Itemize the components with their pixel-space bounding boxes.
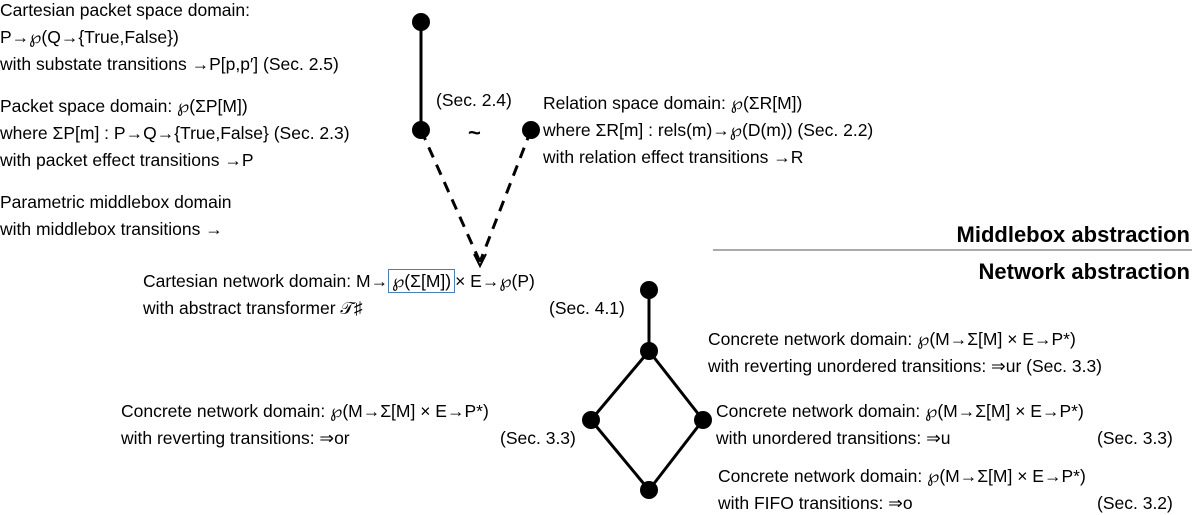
node-concrete-or	[582, 411, 600, 429]
packet-space-title: Packet space domain: ℘(ΣP[M])	[0, 96, 248, 116]
equivalence-symbol: ~	[468, 120, 481, 145]
cartesian-network-title: Cartesian network domain: M→℘(Σ[M])× E→℘…	[143, 269, 535, 293]
cartesian-network-prefix: Cartesian network domain: M→	[143, 271, 389, 291]
node-concrete-o	[640, 481, 658, 499]
concrete-o-title: Concrete network domain: ℘(M→Σ[M] × E→P*…	[718, 466, 1086, 486]
edge-packet-space-to-network-dashed	[419, 129, 482, 263]
edge-u-to-o	[647, 419, 705, 491]
concrete-u-title: Concrete network domain: ℘(M→Σ[M] × E→P*…	[716, 401, 1084, 421]
cartesian-packet-signature: P→℘(Q→{True,False})	[0, 27, 179, 47]
relation-space-signature: where ΣR[m] : rels(m)→℘(D(m)) (Sec. 2.2)	[543, 120, 874, 140]
cartesian-packet-transitions: with substate transitions →P[p,p′] (Sec.…	[0, 54, 339, 74]
edge-relation-space-to-network-dashed	[478, 129, 533, 263]
node-concrete-u	[694, 411, 712, 429]
concrete-or-ref: (Sec. 3.3)	[500, 428, 576, 448]
relation-space-title: Relation space domain: ℘(ΣR[M])	[543, 93, 803, 113]
packet-space-signature: where ΣP[m] : P→Q→{True,False} (Sec. 2.3…	[0, 123, 350, 143]
cartesian-network-boxed: ℘(Σ[M])	[388, 269, 456, 293]
edge-ur-to-or	[589, 350, 651, 421]
middlebox-abstraction-heading: Middlebox abstraction	[956, 222, 1190, 247]
concrete-or-title: Concrete network domain: ℘(M→Σ[M] × E→P*…	[121, 401, 489, 421]
node-cartesian-packet	[412, 13, 430, 31]
concrete-ur-transitions: with reverting unordered transitions: ⇒u…	[708, 356, 1103, 376]
concrete-o-ref: (Sec. 3.2)	[1097, 493, 1173, 513]
cartesian-packet-title: Cartesian packet space domain:	[0, 0, 250, 20]
cartesian-network-ref: (Sec. 4.1)	[549, 298, 625, 318]
concrete-u-transitions: with unordered transitions: ⇒u	[716, 428, 951, 448]
node-cartesian-network	[640, 281, 658, 299]
cartesian-network-suffix: × E→℘(P)	[455, 271, 535, 291]
concrete-o-transitions: with FIFO transitions: ⇒o	[718, 493, 913, 513]
parametric-transitions: with middlebox transitions →	[0, 219, 223, 239]
packet-space-transitions: with packet effect transitions →P	[0, 150, 254, 170]
edge-or-to-o	[589, 419, 651, 491]
node-relation-space	[522, 121, 540, 139]
edge-ur-to-u	[647, 350, 705, 421]
concrete-or-transitions: with reverting transitions: ⇒or	[121, 428, 350, 448]
network-abstraction-heading: Network abstraction	[978, 259, 1191, 284]
concrete-u-ref: (Sec. 3.3)	[1097, 428, 1173, 448]
galois-ref: (Sec. 2.4)	[436, 90, 512, 110]
cartesian-network-transformer: with abstract transformer 𝒯♯	[143, 298, 363, 318]
parametric-title: Parametric middlebox domain	[0, 192, 232, 212]
relation-space-transitions: with relation effect transitions →R	[543, 147, 804, 167]
concrete-ur-title: Concrete network domain: ℘(M→Σ[M] × E→P*…	[708, 329, 1076, 349]
node-concrete-ur	[640, 342, 658, 360]
node-packet-space	[412, 121, 430, 139]
arrowhead	[473, 253, 487, 269]
